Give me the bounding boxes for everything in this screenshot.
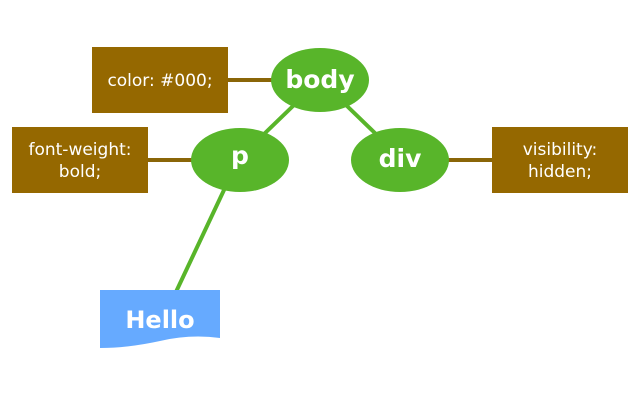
style-box-div: visibility: hidden;	[492, 127, 628, 193]
element-node-body-shape	[271, 48, 369, 112]
element-node-div: div	[351, 128, 449, 192]
style-box-p: font-weight: bold;	[12, 127, 148, 193]
style-box-body-shape	[92, 47, 228, 113]
element-node-p: p	[191, 128, 289, 192]
style-box-body-line-1: color: #000;	[107, 71, 212, 91]
text-node-hello-shape	[100, 290, 220, 348]
element-node-p-label: p	[231, 141, 249, 170]
style-box-div-shape	[492, 127, 628, 193]
style-box-div-line-2: hidden;	[528, 162, 592, 182]
element-node-div-label: div	[379, 144, 422, 173]
text-node-hello-label: Hello	[125, 306, 194, 334]
style-box-p-shape	[12, 127, 148, 193]
text-node-hello: Hello	[100, 290, 220, 348]
edge-body-div	[345, 104, 380, 138]
edge-p-text	[173, 188, 226, 296]
element-node-p-shape	[191, 128, 289, 192]
element-node-body-label: body	[285, 65, 354, 94]
edge-body-p	[260, 104, 295, 138]
style-box-p-line-2: bold;	[59, 162, 101, 182]
style-box-p-line-1: font-weight:	[28, 140, 131, 160]
style-box-div-line-1: visibility:	[523, 140, 598, 160]
element-node-div-shape	[351, 128, 449, 192]
style-box-body: color: #000;	[92, 47, 228, 113]
element-node-body: body	[271, 48, 369, 112]
